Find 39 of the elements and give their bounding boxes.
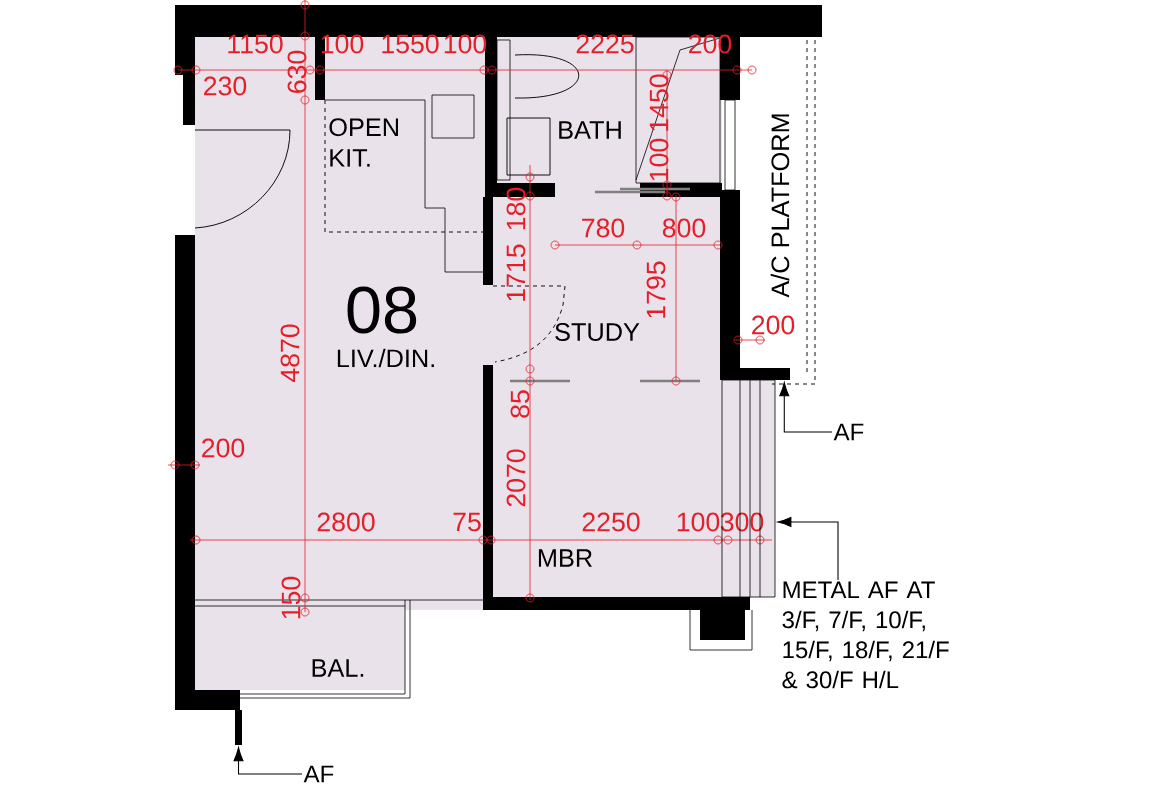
- room-label: STUDY: [555, 323, 640, 341]
- dimension-label: 630: [287, 50, 307, 93]
- dimension-label: 2800: [317, 512, 375, 532]
- dimension-label: 2070: [506, 449, 526, 507]
- callout-text: METAL AF AT 3/F, 7/F, 10/F, 15/F, 18/F, 21/F & 30/F H/L: [782, 581, 949, 689]
- dimension-label: 1550: [382, 34, 439, 54]
- dimension-label: 300: [720, 512, 764, 532]
- dimension-label: 75: [453, 512, 481, 532]
- dimension-label: 85: [510, 390, 530, 418]
- dimension-label: 150: [281, 576, 301, 619]
- wall: [720, 368, 790, 380]
- dimension-label: 2250: [582, 512, 640, 532]
- callout-text: AF: [303, 765, 334, 783]
- dimension-label: 1795: [646, 261, 666, 318]
- room-label: OPEN KIT.: [329, 118, 398, 167]
- leader-arrow: [777, 517, 839, 581]
- room-label: MBR: [538, 549, 592, 567]
- dimension-label: 230: [204, 76, 247, 96]
- room-label: LIV./DIN.: [337, 348, 434, 368]
- dimension-label: 1150: [228, 34, 283, 54]
- leader-arrow: [779, 382, 833, 433]
- room-label: A/C PLATFORM: [770, 114, 790, 298]
- dimension-label: 1450: [649, 74, 669, 131]
- room-label: BAL.: [312, 659, 364, 677]
- window: [721, 379, 776, 598]
- leader-arrow: [233, 747, 303, 775]
- dimension-label: 100: [649, 138, 669, 181]
- unit-number: 08: [347, 286, 417, 334]
- room-label: BATH: [559, 121, 621, 139]
- dimension-label: 200: [752, 315, 795, 335]
- dimension-label: 2225: [576, 34, 634, 54]
- dimension-label: 200: [202, 438, 245, 458]
- wall: [235, 710, 242, 745]
- dimension-label: 4870: [280, 324, 300, 383]
- dimension-label: 180: [506, 187, 526, 230]
- dimension-label: 780: [582, 218, 625, 238]
- dimension-label: 800: [662, 218, 706, 238]
- callout-text: AF: [833, 423, 864, 441]
- dimension-label: 1715: [506, 244, 526, 301]
